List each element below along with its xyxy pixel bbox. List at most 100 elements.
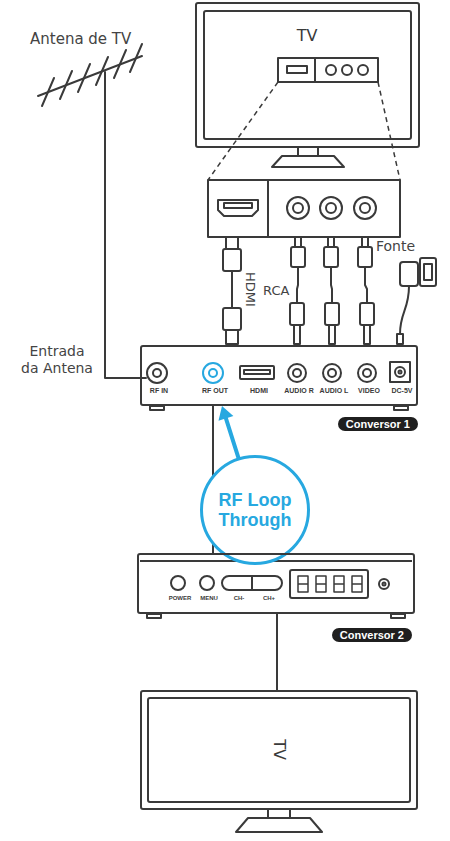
connector-panel-part	[224, 203, 252, 208]
power-adapter-part	[400, 286, 409, 334]
tv-details-part	[287, 66, 307, 73]
converter-front-part	[379, 579, 389, 589]
rca-cables-part	[365, 267, 367, 303]
tv-antenna-part	[96, 57, 108, 85]
tv-antenna-part	[78, 64, 90, 92]
hdmi-cable-part	[226, 330, 238, 344]
converter-ports-part	[153, 369, 161, 377]
rca-cables-part	[290, 303, 304, 325]
device-label: TV	[197, 26, 417, 45]
rca-cables-part	[331, 267, 332, 303]
rca-cables-part	[294, 325, 300, 344]
tv-antenna-part	[130, 44, 142, 72]
button-label: MENU	[191, 595, 227, 601]
converter-ports-part	[399, 371, 402, 374]
tv-details-part	[326, 65, 336, 75]
tv-screen: TV	[140, 690, 418, 810]
converter-ports-part	[147, 363, 167, 383]
converter-front-part	[171, 576, 185, 590]
port-label: RF OUT	[193, 387, 237, 394]
adapter-label: Fonte	[376, 238, 415, 254]
rca-cables-part	[297, 267, 298, 303]
tv-details-part	[236, 818, 322, 832]
rca-cables-part	[324, 247, 338, 267]
converter-ports-part	[209, 369, 217, 377]
cable-label: RCA	[263, 283, 289, 298]
power-adapter-part	[424, 264, 432, 280]
converter-ports-part	[323, 364, 341, 382]
converter-front-part	[383, 583, 386, 586]
rca-cables-part	[364, 325, 370, 344]
converter-ports-part	[395, 367, 405, 377]
port-label: DC-5V	[380, 387, 424, 394]
tv-details-part	[278, 58, 378, 82]
tv-antenna-part	[114, 50, 126, 78]
converter-front-part	[391, 614, 405, 618]
connector-panel-part	[354, 197, 376, 219]
power-adapter-part	[420, 258, 436, 286]
connector-line	[276, 614, 278, 690]
port-label: AUDIO R	[277, 387, 321, 394]
callout-circle: RF Loop Through	[200, 455, 310, 565]
connector	[277, 614, 278, 690]
cable-label: HDMI	[243, 272, 258, 308]
port-label: AUDIO L	[312, 387, 356, 394]
rca-cables-part	[360, 303, 374, 325]
antenna-input-label: Entrada da Antena	[20, 343, 94, 377]
converter-ports	[147, 362, 410, 410]
button-label: CH+	[251, 595, 287, 601]
rca-cables-part	[291, 247, 305, 267]
converter-ports-part	[394, 406, 408, 410]
connector-panel-part	[267, 180, 269, 237]
zoom-lines-part	[378, 82, 400, 180]
converter-ports-part	[390, 362, 410, 382]
button-label: CH-	[221, 595, 257, 601]
converter-box: RF INRF OUTHDMIAUDIO RAUDIO LVIDEODC-5VC…	[140, 345, 418, 406]
button-label: POWER	[162, 595, 198, 601]
connector-panel-part	[293, 203, 303, 213]
power-adapter-part	[397, 334, 403, 344]
converter-ports-part	[240, 366, 274, 379]
converter-front-part	[200, 576, 214, 590]
connector-panel-part	[360, 203, 370, 213]
connector-panel-part	[326, 203, 336, 213]
tv-antenna-part	[42, 78, 54, 106]
converter-ports-part	[244, 370, 270, 374]
hdmi-cable	[223, 237, 241, 344]
rca-cables-part	[358, 247, 372, 267]
hdmi-cable-part	[226, 237, 238, 249]
power-adapter-part	[400, 262, 418, 286]
rca-cables	[290, 237, 374, 344]
rca-cables-part	[325, 303, 339, 325]
tv-antenna-part	[38, 56, 142, 96]
converter-front-part	[147, 614, 161, 618]
rca-cables-part	[362, 237, 368, 247]
converter-front-part	[298, 576, 362, 592]
rca-cables-part	[295, 237, 301, 247]
connector-panel-part	[208, 180, 400, 237]
tv-details-part	[342, 65, 352, 75]
tv-antenna	[38, 44, 146, 378]
device-label: TV	[270, 613, 289, 841]
connector-panel-part	[320, 197, 342, 219]
tv-details-part	[358, 65, 368, 75]
tv-details-part	[289, 810, 291, 818]
converter-ports-part	[203, 363, 223, 383]
converter-box: POWERMENUCH-CH+Conversor 2	[137, 553, 415, 614]
connector	[218, 406, 238, 458]
connector-panel-part	[218, 200, 258, 216]
tv-antenna-part	[105, 72, 146, 378]
tv-details-part	[267, 810, 269, 818]
hdmi-cable-part	[231, 271, 233, 308]
hdmi-cable-part	[223, 308, 241, 330]
arrow-head	[218, 406, 233, 421]
connector-line	[225, 416, 238, 458]
tv-details-part	[317, 148, 319, 156]
converter-front-part	[251, 576, 253, 590]
antenna-label: Antena de TV	[30, 30, 131, 48]
callout-text: RF Loop Through	[219, 490, 292, 530]
converter-front-part	[290, 570, 368, 598]
converter-ports-part	[363, 369, 371, 377]
tv-details-part	[272, 156, 344, 167]
